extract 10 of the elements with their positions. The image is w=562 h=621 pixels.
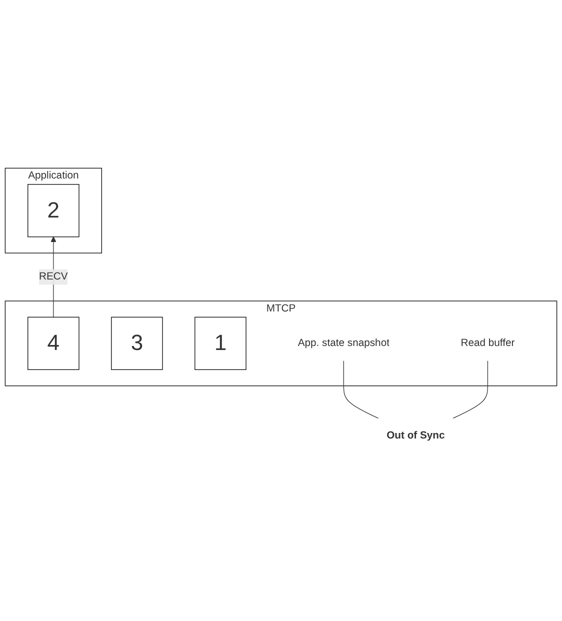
connector [452, 360, 488, 418]
node-box: 2 [28, 184, 80, 237]
node-box: 4 [28, 316, 80, 370]
connector [343, 360, 379, 418]
node-text: Out of Sync [386, 430, 445, 441]
edge-label: RECV [39, 270, 68, 282]
node-box: 3 [111, 316, 163, 370]
node-text: Read buffer [460, 337, 515, 348]
node-text: App. state snapshot [298, 337, 390, 348]
node-box: 1 [194, 316, 246, 370]
